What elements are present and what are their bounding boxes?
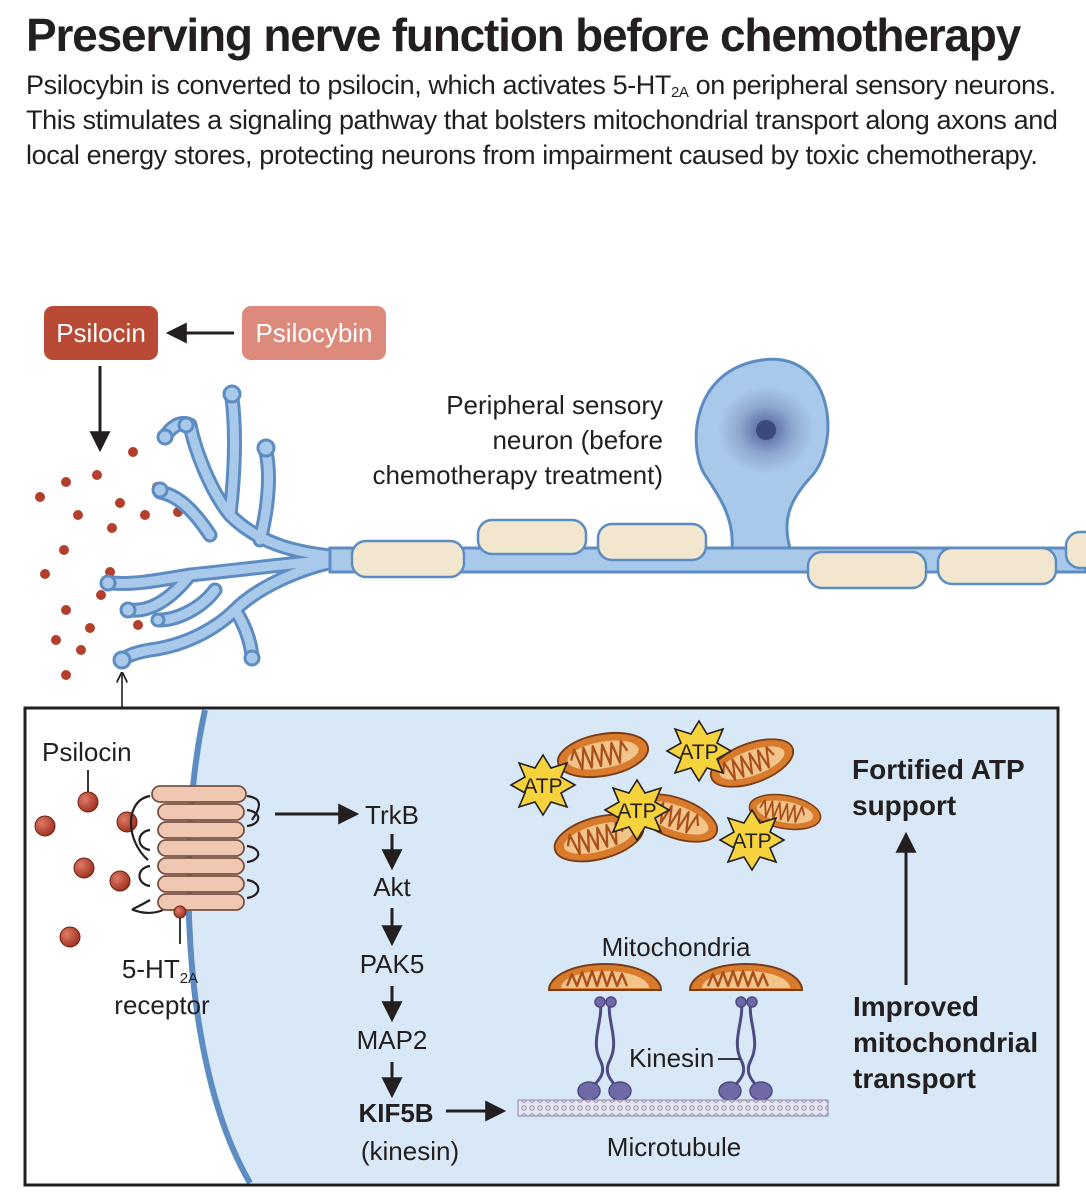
neuron-label-line3: chemotherapy treatment) <box>373 460 663 490</box>
mitochondrion-icon <box>688 963 804 991</box>
dendrite-tips <box>99 384 276 670</box>
mitochondrion-icon <box>547 963 663 991</box>
page-subtitle: Psilocybin is converted to psilocin, whi… <box>26 68 1076 173</box>
neuron-dendrites <box>104 390 363 668</box>
receptor-label: 5-HT2A receptor <box>114 954 210 1020</box>
microtubule-label: Microtubule <box>607 1132 741 1162</box>
page-title: Preserving nerve function before chemoth… <box>26 9 1021 61</box>
receptor-label-sub: 2A <box>180 970 198 987</box>
kinesin-label: Kinesin <box>629 1043 714 1073</box>
fortified-label-line2: support <box>852 790 956 821</box>
subtitle-part1: Psilocybin is converted to psilocin, whi… <box>26 70 671 100</box>
neuron-label-line2: neuron (before <box>492 425 663 455</box>
pathway-kinesin-note: (kinesin) <box>361 1136 459 1166</box>
atp-star-icon: ATP <box>510 754 576 816</box>
receptor-label-prefix: 5-HT <box>122 954 180 984</box>
pathway-step-pak5: PAK5 <box>360 949 425 979</box>
neuron-label-line1: Peripheral sensory <box>446 390 663 420</box>
psilocybin-box-label: Psilocybin <box>255 318 372 348</box>
psilocybin-box: Psilocybin <box>242 306 386 360</box>
svg-text:ATP: ATP <box>617 800 656 823</box>
fortified-label: Fortified ATP support <box>852 754 1025 821</box>
signaling-pathway: TrkB Akt PAK5 MAP2 KIF5B (kinesin) <box>357 800 460 1166</box>
subtitle-part2: on peripheral sensory neurons. This stim… <box>26 70 1058 170</box>
subtitle-subscript: 2A <box>670 84 689 101</box>
psilocin-box-label: Psilocin <box>56 318 146 348</box>
svg-text:ATP: ATP <box>523 775 562 798</box>
svg-text:ATP: ATP <box>679 741 718 764</box>
pathway-step-trkb: TrkB <box>365 800 419 830</box>
microtubule <box>517 1099 829 1117</box>
myelin-sheaths <box>350 518 1086 590</box>
neuron-label: Peripheral sensory neuron (before chemot… <box>373 390 663 490</box>
pathway-arrows <box>381 834 507 1122</box>
atp-badges: ATP ATP ATP ATP <box>510 720 785 871</box>
transport-label-line1: Improved <box>853 991 979 1022</box>
atp-star-icon: ATP <box>604 779 670 841</box>
pathway-step-akt: Akt <box>373 872 411 902</box>
fortified-label-line1: Fortified ATP <box>852 754 1025 785</box>
neuron-cell-body <box>694 357 830 550</box>
pathway-step-map2: MAP2 <box>357 1025 428 1055</box>
kinesin-motors <box>588 999 761 1091</box>
atp-star-icon: ATP <box>719 809 785 871</box>
receptor-label-line2: receptor <box>114 990 210 1020</box>
atp-star-icon: ATP <box>666 720 732 782</box>
transport-label: Improved mitochondrial transport <box>853 991 1038 1094</box>
cell-membrane <box>185 709 253 1185</box>
receptor-5ht2a <box>129 785 260 944</box>
transport-label-line2: mitochondrial <box>853 1027 1038 1058</box>
pathway-step-kif5b: KIF5B <box>358 1098 433 1128</box>
svg-text:5-HT2A: 5-HT2A <box>122 954 198 987</box>
mitochondria-label: Mitochondria <box>602 932 751 962</box>
svg-text:ATP: ATP <box>732 830 771 853</box>
psilocin-dots <box>35 447 183 680</box>
psilocin-box: Psilocin <box>44 306 158 360</box>
ligand-label: Psilocin <box>42 737 132 767</box>
transport-label-line3: transport <box>853 1063 976 1094</box>
transported-mitochondria <box>547 963 804 991</box>
